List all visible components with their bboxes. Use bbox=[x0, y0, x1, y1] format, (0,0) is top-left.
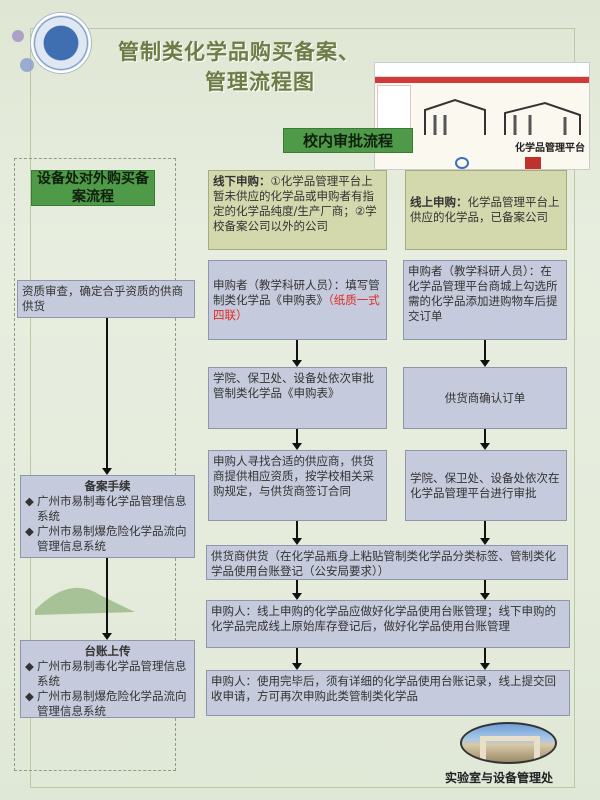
flower-decoration bbox=[12, 30, 24, 42]
recycle-application-box: 申购人：使用完毕后，须有详细的化学品使用台账记录，线上提交回收申请，方可再次申购… bbox=[206, 670, 570, 716]
offline-step3-box: 申购人寻找合适的供应商，供货商提供相应资质，按学校相关采购规定，与供货商签订合同 bbox=[208, 450, 387, 521]
qualification-review-box: 资质审查，确定合乎资质的供商供货 bbox=[17, 280, 195, 318]
offline-step1-note: （纸质一式四联） bbox=[213, 292, 380, 322]
internal-approval-header: 校内审批流程 bbox=[283, 128, 413, 153]
external-filing-container bbox=[14, 158, 176, 771]
ledger-item: 广州市易制毒化学品管理信息系统 bbox=[37, 659, 187, 688]
decorative-frame bbox=[30, 28, 575, 788]
platform-screenshot: 化学品管理平台 bbox=[374, 62, 590, 170]
online-purchase-box: 线上申购：化学品管理平台上供应的化学品，已备案公司 bbox=[405, 170, 567, 250]
arrow-down bbox=[480, 429, 490, 450]
campus-gate-photo bbox=[460, 722, 557, 764]
offline-step2-box: 学院、保卫处、设备处依次审批管制类化学品《申购表》 bbox=[208, 367, 387, 429]
diamond-bullet-icon: ◆ bbox=[25, 689, 34, 703]
arrow-down bbox=[292, 340, 302, 367]
ledger-upload-box: 台账上传 ◆广州市易制毒化学品管理信息系统 ◆广州市易制爆危险化学品流向管理信息… bbox=[20, 640, 195, 718]
offline-text: ①化学品管理平台上暂未供应的化学品或申购者有指定的化学品纯度/生产厂商；②学校备… bbox=[213, 174, 377, 233]
supplier-delivery-box: 供货商供货（在化学品瓶身上粘贴管制类化学品分类标签、管制类化学品使用台账登记（公… bbox=[206, 545, 568, 580]
filing-title: 备案手续 bbox=[84, 479, 131, 493]
poster-title-line1: 管制类化学品购买备案、 bbox=[118, 40, 360, 64]
offline-label: 线下申购： bbox=[213, 174, 271, 188]
offline-step1-box: 申购者（教学科研人员）：填写管制类化学品《申购表》（纸质一式四联） bbox=[208, 260, 387, 340]
arrow-down bbox=[292, 429, 302, 450]
diamond-bullet-icon: ◆ bbox=[25, 524, 34, 538]
diamond-bullet-icon: ◆ bbox=[25, 659, 34, 673]
online-label: 线上申购： bbox=[410, 195, 468, 209]
arrow-down bbox=[480, 340, 490, 367]
external-filing-header: 设备处对外购买备案流程 bbox=[31, 170, 155, 206]
ledger-management-box: 申购人：线上申购的化学品应做好化学品使用台账管理；线下申购的化学品完成线上原始库… bbox=[206, 600, 570, 648]
diamond-bullet-icon: ◆ bbox=[25, 494, 34, 508]
poster-title-line2: 管理流程图 bbox=[205, 70, 315, 94]
arrow-down bbox=[480, 521, 490, 545]
filing-item: 广州市易制爆危险化学品流向管理信息系统 bbox=[37, 524, 187, 553]
arrow-down bbox=[102, 318, 112, 475]
arrow-down bbox=[480, 648, 490, 670]
online-text: 化学品管理平台上供应的化学品，已备案公司 bbox=[410, 195, 560, 224]
department-name: 实验室与设备管理处 bbox=[445, 771, 554, 785]
platform-caption: 化学品管理平台 bbox=[515, 143, 585, 154]
filing-item: 广州市易制毒化学品管理信息系统 bbox=[37, 494, 187, 523]
university-logo bbox=[30, 12, 92, 74]
offline-purchase-box: 线下申购：①化学品管理平台上暂未供应的化学品或申购者有指定的化学品纯度/生产厂商… bbox=[208, 170, 387, 250]
mountain-decoration bbox=[35, 587, 135, 615]
arrow-down bbox=[292, 521, 302, 545]
filing-procedure-box: 备案手续 ◆广州市易制毒化学品管理信息系统 ◆广州市易制爆危险化学品流向管理信息… bbox=[20, 475, 195, 558]
online-step1-box: 申购者（教学科研人员）：在化学品管理平台商城上勾选所需的化学品添加进购物车后提交… bbox=[403, 260, 567, 340]
arrow-down bbox=[480, 580, 490, 600]
arrow-down bbox=[292, 648, 302, 670]
ledger-title: 台账上传 bbox=[84, 644, 131, 658]
arrow-down bbox=[292, 580, 302, 600]
online-step3-box: 学院、保卫处、设备处依次在化学品管理平台进行审批 bbox=[405, 450, 567, 521]
flower-decoration bbox=[20, 58, 34, 72]
online-step2-box: 供货商确认订单 bbox=[403, 367, 567, 429]
ledger-item: 广州市易制爆危险化学品流向管理信息系统 bbox=[37, 689, 187, 718]
offline-step1-text: 申购者（教学科研人员）：填写管制类化学品《申购表》 bbox=[213, 277, 380, 307]
arrow-down bbox=[102, 558, 112, 640]
